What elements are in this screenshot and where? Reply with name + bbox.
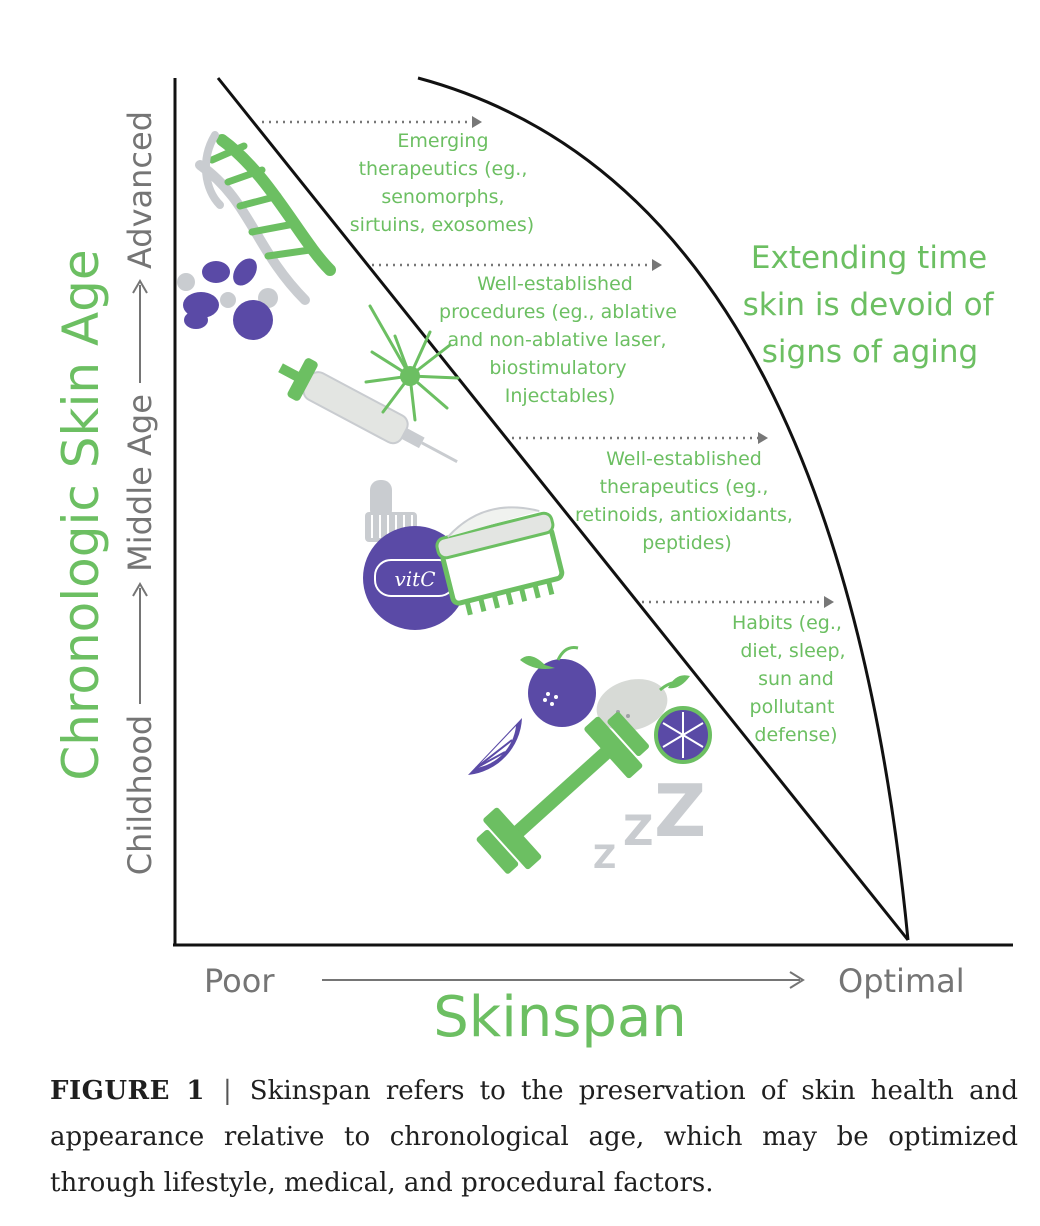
orange-icon bbox=[520, 646, 596, 727]
citrus-slice-icon bbox=[654, 706, 712, 764]
dumbbell-icon bbox=[476, 712, 649, 874]
syringe-laser-icon bbox=[278, 304, 460, 463]
skinspan-curve bbox=[417, 76, 910, 941]
intervention-habits: Habits (eg., diet, sleep, sun and pollut… bbox=[732, 612, 852, 746]
y-stage-arrows bbox=[132, 279, 148, 704]
arrow-head-emerging bbox=[472, 116, 482, 128]
y-stage-middle-age: Middle Age bbox=[121, 394, 159, 572]
x-axis-title: Skinspan bbox=[433, 985, 687, 1050]
figure-caption: FIGURE 1 |Skinspan refers to the preserva… bbox=[50, 1068, 1018, 1206]
intervention-therapeutics: Well-established therapeutics (eg., reti… bbox=[575, 448, 799, 554]
lime-wedge-icon bbox=[468, 718, 522, 775]
intervention-procedures: Well-established procedures (eg., ablati… bbox=[439, 273, 683, 407]
y-axis-labels: Chronologic Skin Age Childhood Middle Ag… bbox=[52, 111, 159, 875]
x-axis-labels: Poor Optimal Skinspan bbox=[204, 962, 965, 1050]
caption-separator: | bbox=[223, 1076, 232, 1106]
caption-text: Skinspan refers to the preservation of s… bbox=[50, 1076, 1018, 1198]
serum-label: vitC bbox=[394, 567, 435, 591]
intervention-emerging: Emerging therapeutics (eg., senomorphs, … bbox=[350, 130, 534, 236]
arrow-head-therapeutics bbox=[758, 432, 768, 444]
sleep-z-small: Z bbox=[593, 838, 616, 876]
x-label-optimal: Optimal bbox=[838, 962, 965, 1000]
y-stage-advanced: Advanced bbox=[121, 111, 159, 269]
y-axis-title: Chronologic Skin Age bbox=[52, 249, 110, 780]
figure-label: FIGURE 1 bbox=[50, 1076, 206, 1106]
intervention-labels: Emerging therapeutics (eg., senomorphs, … bbox=[350, 130, 852, 746]
cream-jar-icon bbox=[435, 506, 565, 616]
x-arrow-head bbox=[789, 971, 805, 989]
cells-icon bbox=[177, 258, 278, 340]
y-stage-childhood: Childhood bbox=[121, 715, 159, 875]
sleep-z-icon: Z Z Z bbox=[593, 769, 706, 876]
intervention-arrows bbox=[262, 116, 834, 608]
extending-time-callout: Extending time skin is devoid of signs o… bbox=[743, 240, 1004, 370]
arrow-head-procedures bbox=[652, 259, 662, 271]
y-arrow-head-1 bbox=[132, 582, 148, 597]
arrow-head-habits bbox=[824, 596, 834, 608]
x-label-poor: Poor bbox=[204, 962, 275, 1000]
sleep-z-large: Z bbox=[654, 769, 706, 853]
y-arrow-head-2 bbox=[132, 279, 148, 294]
aging-diagonal-line bbox=[216, 77, 910, 941]
axes bbox=[173, 78, 1013, 947]
dna-icon bbox=[195, 131, 336, 305]
sleep-z-medium: Z bbox=[623, 806, 653, 855]
